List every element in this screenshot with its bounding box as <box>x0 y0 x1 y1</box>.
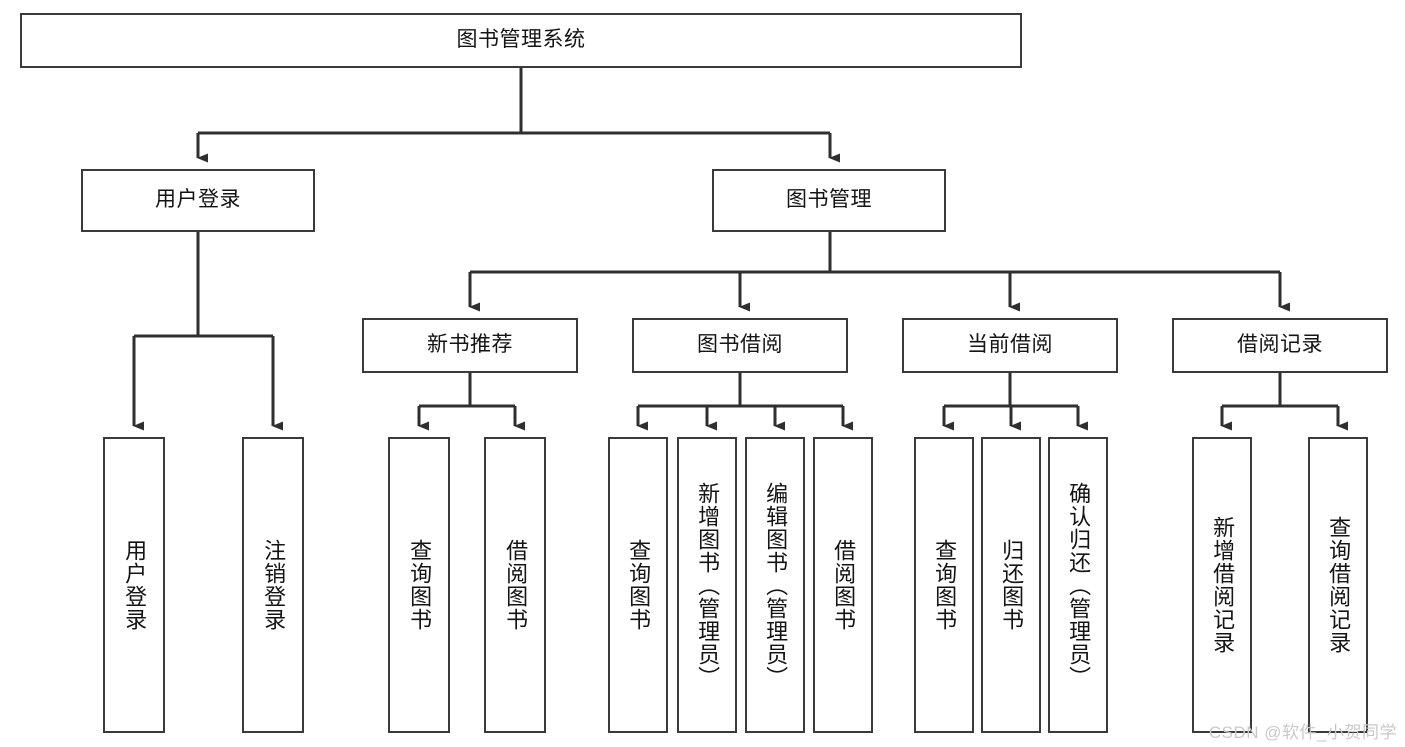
node-leaf-query-book-3[interactable]: 查询图书 <box>914 437 974 733</box>
node-leaf-add-book-admin-label: 新增图书（管理员） <box>695 481 721 689</box>
node-leaf-user-login[interactable]: 用户登录 <box>103 437 165 733</box>
node-leaf-edit-book-admin-label: 编辑图书（管理员） <box>763 481 789 689</box>
node-leaf-query-borrow-record[interactable]: 查询借阅记录 <box>1308 437 1368 733</box>
node-leaf-query-book-1-label: 查询图书 <box>407 539 433 631</box>
node-leaf-borrow-book-1-label: 借阅图书 <box>503 539 529 631</box>
node-borrow-record[interactable]: 借阅记录 <box>1172 318 1388 373</box>
node-book-manage[interactable]: 图书管理 <box>712 169 946 232</box>
node-user-login[interactable]: 用户登录 <box>81 169 315 232</box>
node-book-manage-label: 图书管理 <box>786 188 872 212</box>
csdn-watermark: CSDN @软件_小贺同学 <box>1208 723 1397 742</box>
node-user-login-label: 用户登录 <box>155 188 241 212</box>
node-leaf-query-book-2[interactable]: 查询图书 <box>608 437 668 733</box>
node-leaf-query-book-1[interactable]: 查询图书 <box>388 437 450 733</box>
node-new-book-recommend[interactable]: 新书推荐 <box>362 318 578 373</box>
node-root[interactable]: 图书管理系统 <box>20 13 1022 68</box>
node-leaf-user-logout-label: 注销登录 <box>261 539 287 631</box>
node-leaf-add-borrow-record-label: 新增借阅记录 <box>1210 516 1236 654</box>
node-leaf-borrow-book-2-label: 借阅图书 <box>831 539 857 631</box>
node-new-book-recommend-label: 新书推荐 <box>427 333 513 357</box>
node-root-label: 图书管理系统 <box>456 28 586 52</box>
node-leaf-user-logout[interactable]: 注销登录 <box>242 437 304 733</box>
node-leaf-borrow-book-1[interactable]: 借阅图书 <box>484 437 546 733</box>
node-book-borrow-label: 图书借阅 <box>697 333 783 357</box>
node-current-borrow-label: 当前借阅 <box>967 333 1053 357</box>
node-leaf-confirm-return-admin[interactable]: 确认归还（管理员） <box>1048 437 1108 733</box>
node-current-borrow[interactable]: 当前借阅 <box>902 318 1118 373</box>
node-leaf-add-book-admin[interactable]: 新增图书（管理员） <box>677 437 737 733</box>
node-leaf-query-book-3-label: 查询图书 <box>932 539 958 631</box>
node-leaf-edit-book-admin[interactable]: 编辑图书（管理员） <box>745 437 805 733</box>
node-leaf-borrow-book-2[interactable]: 借阅图书 <box>813 437 873 733</box>
node-leaf-query-borrow-record-label: 查询借阅记录 <box>1326 516 1352 654</box>
node-leaf-return-book[interactable]: 归还图书 <box>981 437 1041 733</box>
node-leaf-return-book-label: 归还图书 <box>999 539 1025 631</box>
node-leaf-confirm-return-admin-label: 确认归还（管理员） <box>1066 481 1092 689</box>
node-leaf-query-book-2-label: 查询图书 <box>626 539 652 631</box>
node-leaf-add-borrow-record[interactable]: 新增借阅记录 <box>1192 437 1252 733</box>
node-borrow-record-label: 借阅记录 <box>1237 333 1323 357</box>
node-book-borrow[interactable]: 图书借阅 <box>632 318 848 373</box>
node-leaf-user-login-label: 用户登录 <box>122 539 148 631</box>
